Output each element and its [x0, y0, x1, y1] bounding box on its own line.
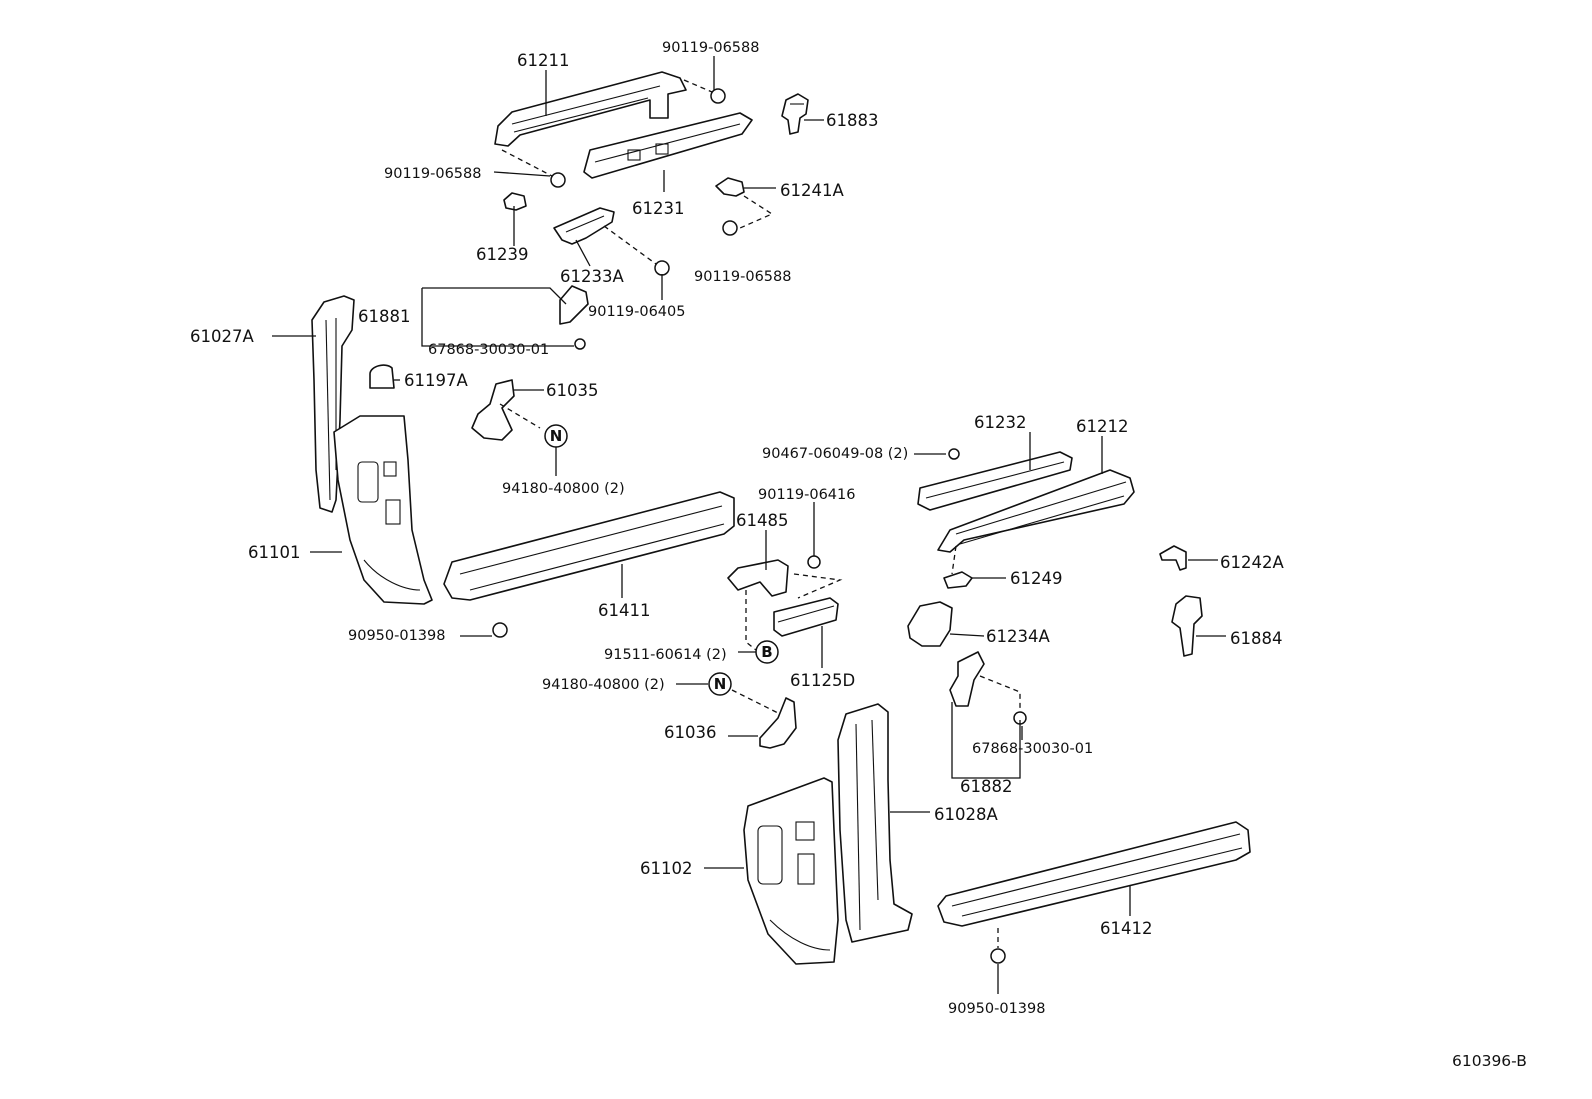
label-61881: 61881	[358, 307, 411, 326]
label-61036: 61036	[664, 723, 717, 742]
label-90950-01398-right: 90950-01398	[948, 1001, 1046, 1017]
label-61242A: 61242A	[1220, 553, 1284, 572]
part-61035-drawing	[471, 379, 515, 441]
fastener-bolts	[492, 88, 1027, 964]
badge-n-upper: N	[544, 424, 568, 448]
label-61102: 61102	[640, 859, 693, 878]
label-61028A: 61028A	[934, 805, 998, 824]
badge-n-lower-text: N	[714, 675, 727, 693]
badge-n-lower: N	[708, 672, 732, 696]
part-61212-drawing	[937, 469, 1135, 553]
leader-lines	[272, 56, 1226, 994]
part-61102-drawing	[743, 777, 839, 965]
label-61882: 61882	[960, 777, 1013, 796]
part-61233A-drawing	[553, 207, 615, 245]
label-90950-01398-left: 90950-01398	[348, 628, 446, 644]
label-90119-06588-left: 90119-06588	[384, 166, 482, 182]
label-61027A: 61027A	[190, 327, 254, 346]
part-61211-drawing	[494, 71, 687, 147]
part-61411-drawing	[443, 491, 735, 601]
part-61884-drawing	[1171, 595, 1203, 657]
part-61197A-drawing	[369, 364, 395, 389]
badge-b: B	[755, 640, 779, 664]
part-61239-drawing	[503, 192, 527, 211]
part-61412-drawing	[937, 821, 1251, 927]
label-61233A: 61233A	[560, 267, 624, 286]
label-61234A: 61234A	[986, 627, 1050, 646]
part-61125D-drawing	[773, 597, 839, 637]
label-90119-06416: 90119-06416	[758, 487, 856, 503]
label-61232: 61232	[974, 413, 1027, 432]
label-61884: 61884	[1230, 629, 1283, 648]
badge-n-upper-text: N	[550, 427, 563, 445]
label-94180-40800-lower: 94180-40800 (2)	[542, 677, 665, 693]
label-61883: 61883	[826, 111, 879, 130]
label-61231: 61231	[632, 199, 685, 218]
label-61035: 61035	[546, 381, 599, 400]
label-67868-30030-01-upper: 67868-30030-01	[428, 342, 549, 358]
label-61249: 61249	[1010, 569, 1063, 588]
label-91511-60614: 91511-60614 (2)	[604, 647, 727, 663]
part-61234A-drawing	[907, 601, 953, 647]
label-90119-06588-right: 90119-06588	[694, 269, 792, 285]
diagram-reference-code: 610396-B	[1452, 1052, 1527, 1070]
part-61232-drawing	[917, 451, 1073, 511]
badge-b-text: B	[761, 643, 772, 661]
label-61241A: 61241A	[780, 181, 844, 200]
label-67868-30030-01-lower: 67868-30030-01	[972, 741, 1093, 757]
part-61028A-drawing	[837, 703, 913, 943]
label-90119-06588-top: 90119-06588	[662, 40, 760, 56]
label-94180-40800-upper: 94180-40800 (2)	[502, 481, 625, 497]
label-90467-06049-08: 90467-06049-08 (2)	[762, 446, 908, 462]
part-61882-drawing	[949, 651, 985, 707]
label-61412: 61412	[1100, 919, 1153, 938]
assembly-dashed-lines	[499, 79, 1021, 948]
part-61485-drawing	[727, 559, 789, 597]
label-61411: 61411	[598, 601, 651, 620]
part-61881-drawing	[559, 285, 589, 325]
label-61485: 61485	[736, 511, 789, 530]
part-61241A-drawing	[715, 177, 745, 197]
part-61101-drawing	[333, 415, 433, 605]
label-61211: 61211	[517, 51, 570, 70]
label-90119-06405: 90119-06405	[588, 304, 686, 320]
label-61125D: 61125D	[790, 671, 855, 690]
part-61036-drawing	[759, 697, 797, 749]
part-61242A-drawing	[1159, 545, 1187, 571]
part-61231-drawing	[583, 112, 753, 179]
label-61239: 61239	[476, 245, 529, 264]
label-61212: 61212	[1076, 417, 1129, 436]
label-61197A: 61197A	[404, 371, 468, 390]
label-61101: 61101	[248, 543, 301, 562]
part-61249-drawing	[943, 571, 973, 589]
part-61883-drawing	[781, 93, 809, 135]
